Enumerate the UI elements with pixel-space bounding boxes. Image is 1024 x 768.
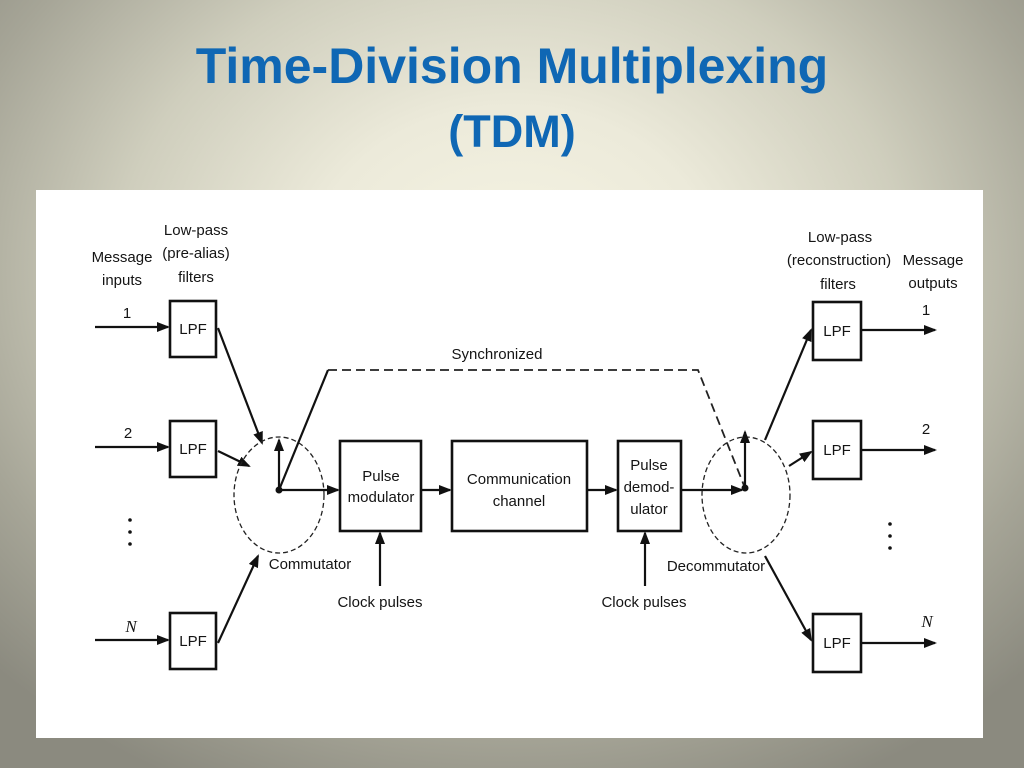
output-ellipsis-dots <box>888 522 892 550</box>
ellipsis-dot <box>128 530 132 534</box>
output-filters-label-line2: (reconstruction) <box>787 252 891 269</box>
pulse-demodulator-label-line3: ulator <box>630 501 668 518</box>
lpf-2-to-commutator-arrow <box>217 450 251 467</box>
input-index-2: 2 <box>124 425 132 442</box>
message-inputs-label-line1: Message <box>92 249 153 266</box>
input-filters-label-line3: filters <box>178 269 214 286</box>
output-lpf-1: LPF <box>811 300 863 362</box>
decommutator: Decommutator <box>667 328 813 642</box>
lpf-box <box>811 300 863 362</box>
message-outputs-label-line1: Message <box>903 252 964 269</box>
decommutator-to-lpf-2-arrow <box>788 450 813 467</box>
message-inputs-label-line2: inputs <box>102 272 142 289</box>
lpf-label: LPF <box>823 323 851 340</box>
ellipsis-dot <box>128 542 132 546</box>
lpf-box <box>168 299 218 359</box>
pulse-demodulator: Pulse demod- ulator Clock pulses <box>601 439 744 611</box>
decommutator-label: Decommutator <box>667 558 765 575</box>
lpf-box <box>168 611 218 671</box>
lpf-label: LPF <box>823 442 851 459</box>
diagram-panel: Low-pass (pre-alias) filters Message inp… <box>36 190 983 738</box>
decommutator-pivot-dot <box>741 484 749 492</box>
output-index-n: N <box>920 612 934 631</box>
pulse-demodulator-label-line1: Pulse <box>630 457 668 474</box>
communication-channel: Communication channel <box>421 439 618 533</box>
ellipsis-dot <box>888 522 892 526</box>
lpf-label: LPF <box>179 633 207 650</box>
pulse-modulator-label-line1: Pulse <box>362 468 400 485</box>
lpf-box <box>811 419 863 481</box>
synchronization-link: Synchronized <box>328 346 746 489</box>
input-lpf-1: LPF <box>168 299 218 359</box>
tdm-block-diagram: Low-pass (pre-alias) filters Message inp… <box>92 222 964 674</box>
communication-channel-label-line1: Communication <box>467 471 571 488</box>
output-lpf-2: LPF <box>811 419 863 481</box>
lpf-1-to-commutator-arrow <box>216 327 264 445</box>
commutator-circle <box>233 436 325 554</box>
output-index-2: 2 <box>922 421 930 438</box>
modulator-clock-label: Clock pulses <box>337 594 422 611</box>
input-lpf-n: LPF <box>168 611 218 671</box>
pulse-modulator-box <box>338 439 423 533</box>
lpf-label: LPF <box>179 441 207 458</box>
input-filters-label-line2: (pre-alias) <box>162 245 230 262</box>
commutator-sync-link <box>277 369 330 491</box>
slide-subtitle: (TDM) <box>448 106 576 157</box>
output-filters-label-line1: Low-pass <box>808 229 872 246</box>
decommutator-to-lpf-1-arrow <box>763 328 813 441</box>
output-side: Low-pass (reconstruction) filters Messag… <box>787 229 964 674</box>
demodulator-clock-label: Clock pulses <box>601 594 686 611</box>
commutator-label: Commutator <box>269 556 352 573</box>
input-lpf-2: LPF <box>168 419 218 479</box>
ellipsis-dot <box>888 546 892 550</box>
synchronized-dashed-line <box>328 369 746 489</box>
lpf-n-to-commutator-arrow <box>217 554 259 644</box>
output-index-1: 1 <box>922 302 930 319</box>
message-outputs-label-line2: outputs <box>908 275 957 292</box>
lpf-box <box>811 612 863 674</box>
slide-title: Time-Division Multiplexing <box>195 38 829 94</box>
communication-channel-label-line2: channel <box>493 493 546 510</box>
ellipsis-dot <box>888 534 892 538</box>
communication-channel-box <box>450 439 589 533</box>
output-lpf-n: LPF <box>811 612 863 674</box>
pulse-modulator: Pulse modulator Clock pulses <box>279 439 423 611</box>
input-ellipsis-dots <box>128 518 132 546</box>
lpf-label: LPF <box>179 321 207 338</box>
lpf-label: LPF <box>823 635 851 652</box>
pulse-demodulator-box <box>616 439 683 533</box>
input-filters-label-line1: Low-pass <box>164 222 228 239</box>
output-filters-label-line3: filters <box>820 276 856 293</box>
commutator: Commutator <box>233 369 352 573</box>
input-index-n: N <box>124 617 138 636</box>
ellipsis-dot <box>128 518 132 522</box>
lpf-box <box>168 419 218 479</box>
input-side: Low-pass (pre-alias) filters Message inp… <box>92 222 264 671</box>
pulse-modulator-label-line2: modulator <box>348 489 415 506</box>
pulse-demodulator-label-line2: demod- <box>624 479 675 496</box>
input-index-1: 1 <box>123 305 131 322</box>
decommutator-to-lpf-n-arrow <box>764 555 812 642</box>
synchronized-label: Synchronized <box>452 346 543 363</box>
